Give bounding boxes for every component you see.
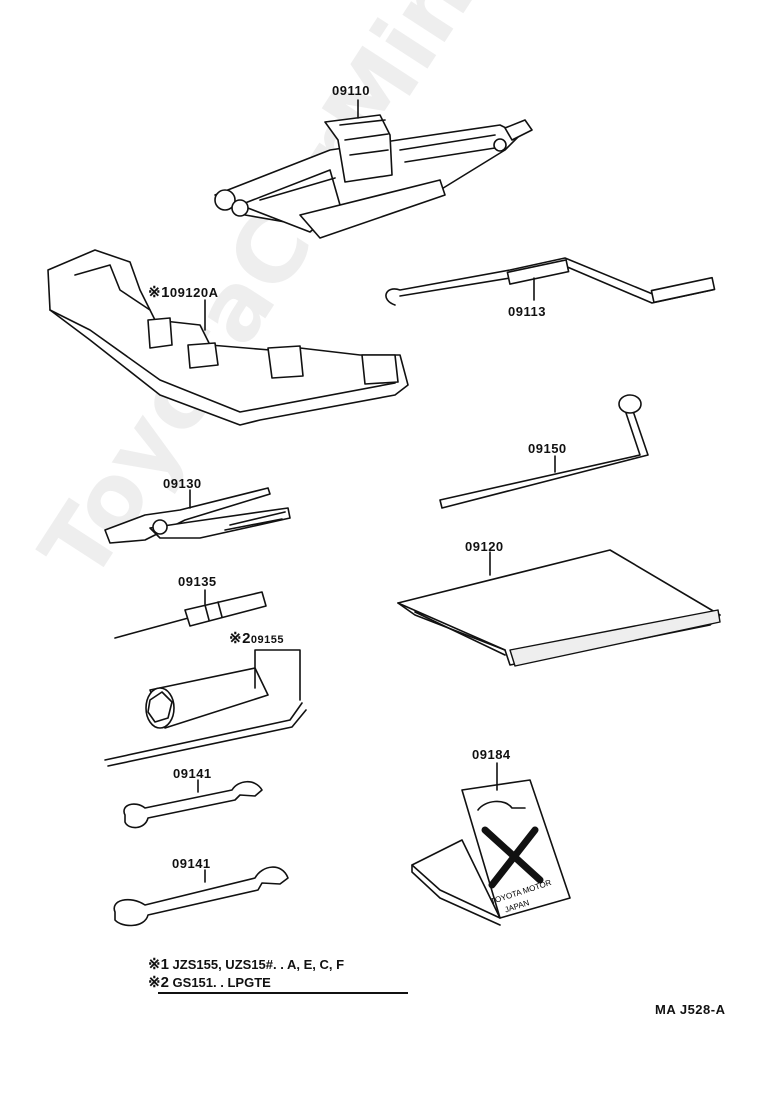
label-jack: 09110 bbox=[332, 83, 370, 98]
jack-handle-drawing bbox=[385, 257, 716, 306]
label-wrench-small: 09141 bbox=[173, 766, 212, 781]
wrench-small-drawing bbox=[123, 779, 263, 829]
label-wrench-large: 09141 bbox=[172, 856, 211, 871]
mark-jack-tray: ※1 bbox=[148, 284, 170, 301]
number-jack-tray: 09120A bbox=[169, 285, 219, 300]
pliers-drawing bbox=[104, 487, 291, 544]
screwdriver-drawing bbox=[114, 589, 267, 639]
wheel-chock-drawing bbox=[411, 762, 571, 926]
number-plug-wrench: 09155 bbox=[250, 634, 285, 646]
label-screwdriver: 09135 bbox=[178, 574, 217, 589]
legend-text-1: JZS155, UZS15#. . A, E, C, F bbox=[172, 957, 345, 972]
jack-tray-drawing bbox=[47, 249, 409, 426]
legend-row-1: ※1 JZS155, UZS15#. . A, E, C, F bbox=[148, 955, 344, 973]
mark-plug-wrench: ※2 bbox=[229, 630, 251, 647]
label-wheel-nut-wrench: 09150 bbox=[528, 441, 567, 456]
legend-mark-2: ※2 bbox=[148, 974, 169, 991]
legend-mark-1: ※1 bbox=[148, 956, 169, 973]
legend-text-2: GS151. . LPGTE bbox=[172, 975, 271, 990]
label-tool-bag: 09120 bbox=[465, 539, 504, 554]
jack-drawing bbox=[214, 99, 533, 239]
legend-row-2: ※2 GS151. . LPGTE bbox=[148, 973, 344, 991]
wheel-nut-wrench-drawing bbox=[439, 394, 649, 509]
plug-wrench-drawing bbox=[104, 649, 307, 767]
label-plug-wrench: ※209155 bbox=[229, 629, 284, 647]
wrench-large-drawing bbox=[113, 866, 289, 927]
tool-bag-drawing bbox=[397, 549, 721, 667]
label-pliers: 09130 bbox=[163, 476, 202, 491]
diagram-code: MA J528-A bbox=[655, 1002, 726, 1017]
label-jack-tray: ※109120A bbox=[148, 283, 218, 301]
legend: ※1 JZS155, UZS15#. . A, E, C, F ※2 GS151… bbox=[148, 955, 344, 991]
label-jack-handle: 09113 bbox=[508, 304, 546, 319]
legend-underline bbox=[158, 992, 408, 994]
label-wheel-chock: 09184 bbox=[472, 747, 511, 762]
